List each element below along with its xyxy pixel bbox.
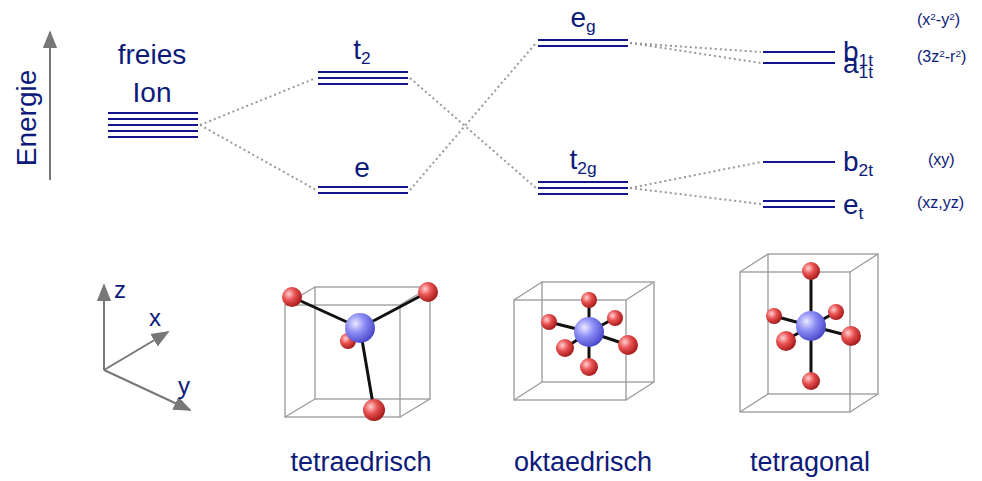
geometry-caption: tetraedrisch <box>290 449 431 476</box>
axis-label: z <box>114 278 126 302</box>
orbital-label: (xy) <box>928 152 955 168</box>
level-label: t2 <box>353 36 370 64</box>
tetragonal-complex <box>740 254 878 412</box>
correlation-lines <box>200 43 761 204</box>
level-label: a1t <box>843 50 873 78</box>
level-label: t2g <box>569 146 596 174</box>
axis-title: Energie <box>13 70 41 167</box>
level-label: b2t <box>843 148 873 176</box>
level-label: freies Ion <box>97 36 207 112</box>
octahedral-complex <box>514 282 654 400</box>
level-label: et <box>843 191 863 219</box>
energy-axis <box>49 32 51 180</box>
axis-label: x <box>149 306 161 330</box>
level-label: eg <box>570 4 595 32</box>
energy-levels <box>108 40 835 207</box>
orbital-label: (x2-y2) <box>917 12 960 28</box>
orbital-label: (3z2-r2) <box>917 49 966 65</box>
geometry-caption: tetragonal <box>750 449 870 476</box>
axis-label: y <box>178 374 190 398</box>
orbital-label: (xz,yz) <box>917 195 964 211</box>
geometry-caption: oktaedrisch <box>514 449 652 476</box>
level-label: e <box>354 154 370 182</box>
tetrahedral-complex <box>282 282 438 421</box>
coordinate-axes <box>104 285 190 410</box>
